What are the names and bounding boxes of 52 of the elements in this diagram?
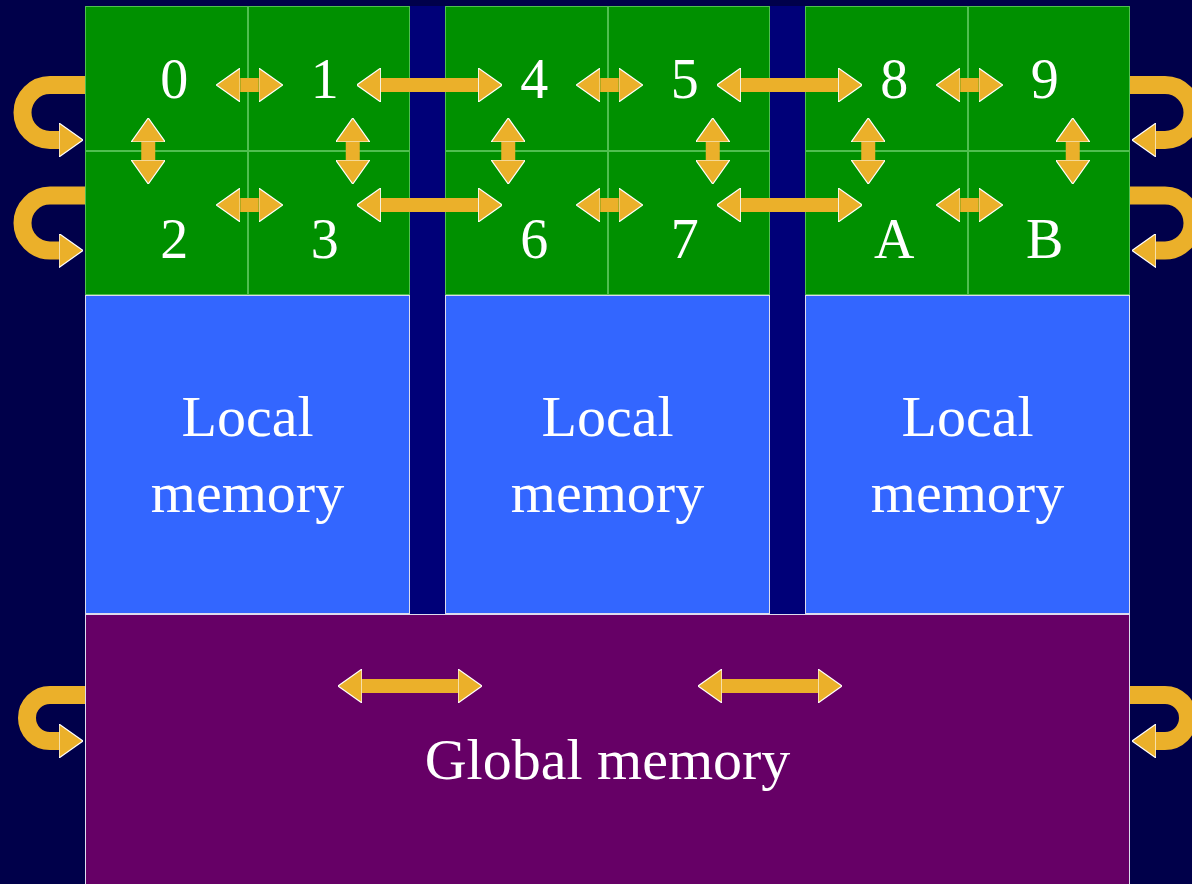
processor-id: 8 — [880, 46, 909, 112]
processor-cell — [805, 6, 968, 151]
processor-id: 4 — [520, 46, 549, 112]
memory-label: Global memory — [424, 726, 791, 795]
loop-arrow — [13, 76, 85, 158]
processor-cell — [967, 6, 1130, 151]
loop-arrow — [18, 686, 85, 759]
global-memory-block — [85, 614, 1130, 884]
processor-id: 3 — [310, 207, 339, 273]
double-arrow — [356, 67, 503, 103]
processor-cell — [967, 150, 1130, 295]
double-arrow — [575, 67, 644, 103]
memory-label: Local memory — [509, 383, 706, 527]
processor-id: 9 — [1030, 46, 1059, 112]
double-arrow — [215, 67, 284, 103]
processor-id: 2 — [160, 207, 189, 273]
processor-cell — [247, 6, 410, 151]
loop-arrow — [1130, 186, 1192, 269]
double-arrow — [335, 117, 371, 185]
double-arrow — [130, 117, 166, 185]
processor-id: 7 — [670, 207, 699, 273]
processor-id: B — [1026, 207, 1064, 273]
memory-label: Local memory — [149, 383, 346, 527]
processor-id: 6 — [520, 207, 549, 273]
processor-id: A — [874, 207, 915, 273]
loop-arrow — [1130, 686, 1192, 759]
double-arrow — [1055, 117, 1091, 185]
processor-cell — [85, 6, 248, 151]
processor-cell — [607, 6, 770, 151]
processor-cell — [445, 150, 608, 295]
loop-arrow — [1130, 76, 1192, 158]
processor-id: 5 — [670, 46, 699, 112]
double-arrow — [716, 187, 863, 223]
local-memory-block — [445, 295, 770, 614]
double-arrow — [935, 187, 1004, 223]
local-memory-block — [85, 295, 410, 614]
double-arrow — [716, 67, 863, 103]
processor-cell — [445, 6, 608, 151]
processor-id: 0 — [160, 46, 189, 112]
double-arrow — [490, 117, 526, 185]
processor-cell — [805, 150, 968, 295]
processor-cell — [85, 150, 248, 295]
double-arrow — [695, 117, 731, 185]
double-arrow — [850, 117, 886, 185]
processor-id: 1 — [310, 46, 339, 112]
double-arrow — [575, 187, 644, 223]
loop-arrow — [13, 186, 85, 269]
double-arrow — [215, 187, 284, 223]
double-arrow — [935, 67, 1004, 103]
memory-label: Local memory — [869, 383, 1066, 527]
local-memory-block — [805, 295, 1130, 614]
double-arrow — [356, 187, 503, 223]
